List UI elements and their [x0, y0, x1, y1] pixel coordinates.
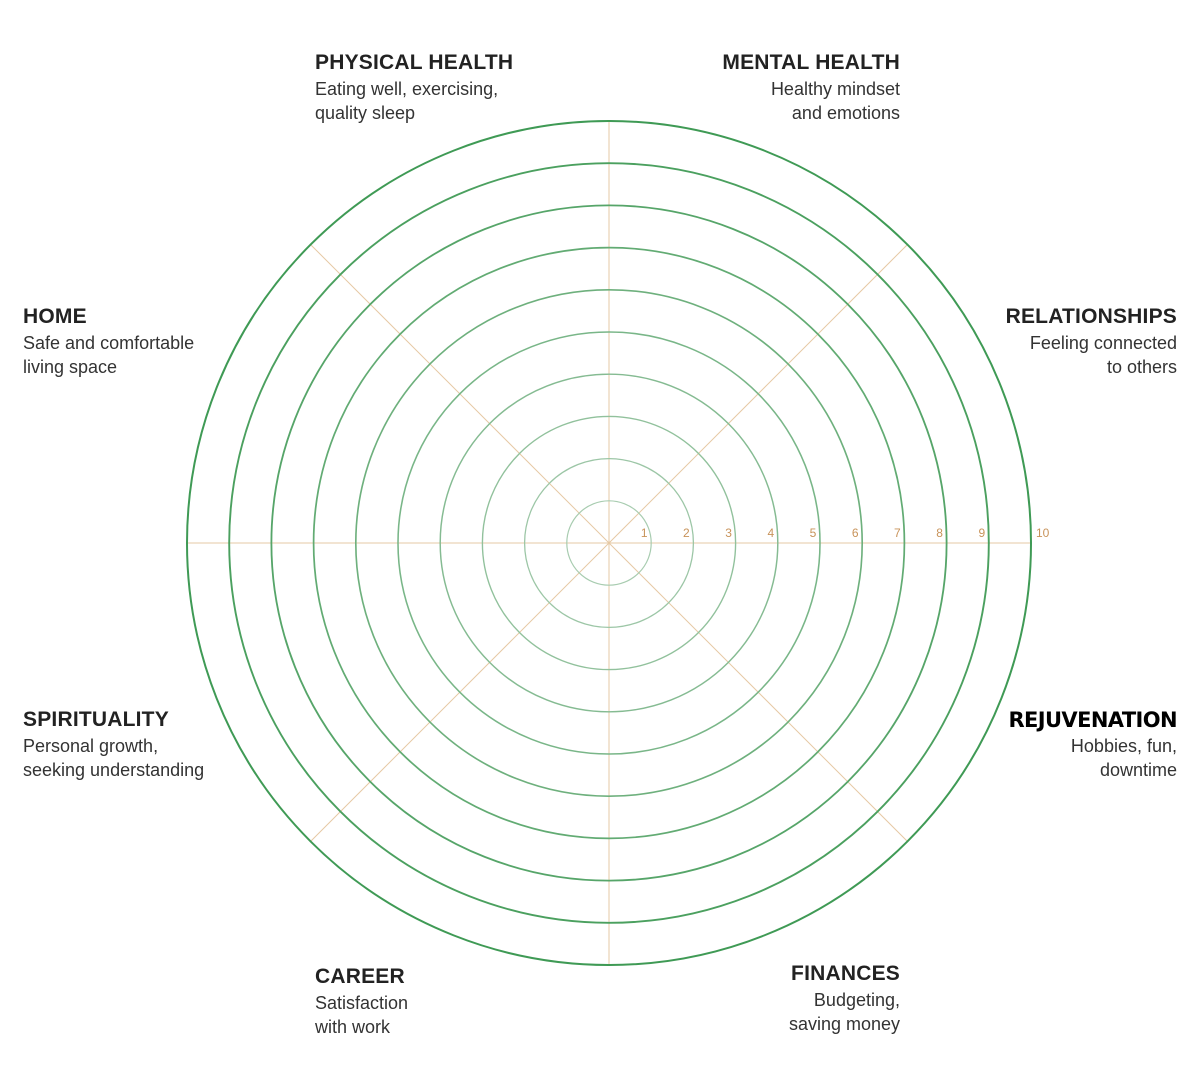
- scale-tick-label: 2: [683, 526, 690, 540]
- area-description: Satisfaction with work: [315, 993, 409, 1037]
- scale-tick-label: 3: [725, 526, 732, 540]
- scale-ring-10: [186, 120, 1032, 966]
- scale-ring-2: [523, 457, 695, 629]
- area-title: HOME: [23, 305, 87, 328]
- area-description: Eating well, exercising, quality sleep: [315, 79, 499, 123]
- area-career: CAREER Satisfaction with work: [315, 964, 408, 1039]
- scale-tick-label: 5: [810, 526, 817, 540]
- scale-ring-4: [439, 373, 779, 713]
- area-description: Personal growth, seeking understanding: [23, 736, 205, 780]
- area-description: Healthy mindset and emotions: [770, 79, 900, 123]
- area-description: Safe and comfortable living space: [23, 333, 195, 377]
- area-title: REJUVENATION: [1008, 708, 1177, 732]
- scale-ring-6: [354, 288, 864, 798]
- area-title: SPIRITUALITY: [23, 708, 169, 731]
- scale-ring-1: [566, 500, 652, 586]
- scale-ticks: 1 2 3 4 5 6 7 8 9 10: [641, 526, 1050, 540]
- area-home: HOME Safe and comfortable living space: [23, 304, 194, 379]
- area-mental-health: MENTAL HEALTH Healthy mindset and emotio…: [640, 50, 900, 125]
- scale-tick-label: 9: [978, 526, 985, 540]
- scale-ring-5: [397, 331, 821, 755]
- scale-tick-label: 1: [641, 526, 648, 540]
- area-finances: FINANCES Budgeting, saving money: [640, 961, 900, 1036]
- area-title: FINANCES: [791, 962, 900, 985]
- scale-tick-label: 8: [936, 526, 943, 540]
- area-spirituality: SPIRITUALITY Personal growth, seeking un…: [23, 707, 204, 782]
- area-relationships: RELATIONSHIPS Feeling connected to other…: [900, 304, 1177, 379]
- area-description: Budgeting, saving money: [788, 990, 900, 1034]
- scale-tick-label: 6: [852, 526, 859, 540]
- area-title: PHYSICAL HEALTH: [315, 51, 514, 74]
- area-physical-health: PHYSICAL HEALTH Eating well, exercising,…: [315, 50, 513, 125]
- scale-tick-label: 10: [1036, 526, 1050, 540]
- area-title: MENTAL HEALTH: [722, 51, 900, 74]
- scale-ring-3: [481, 415, 737, 671]
- area-description: Hobbies, fun, downtime: [1070, 736, 1177, 780]
- scale-tick-label: 4: [767, 526, 774, 540]
- area-title: RELATIONSHIPS: [1005, 305, 1177, 328]
- scale-tick-label: 7: [894, 526, 901, 540]
- area-title: CAREER: [315, 965, 405, 988]
- wheel-rings: [186, 120, 1032, 966]
- area-description: Feeling connected to others: [1029, 333, 1177, 377]
- scale-ring-7: [312, 246, 906, 840]
- scale-ring-8: [270, 204, 948, 882]
- area-rejuvenation: REJUVENATION Hobbies, fun, downtime: [900, 707, 1177, 782]
- scale-ring-9: [228, 162, 990, 924]
